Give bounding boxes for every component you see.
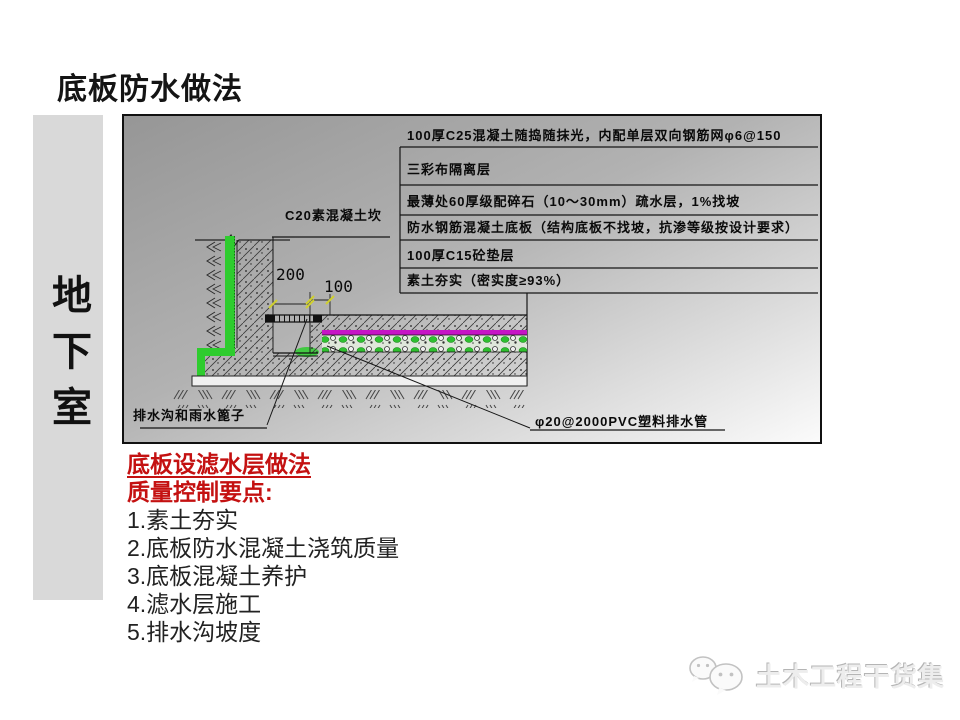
- layer-label-separator: 三彩布隔离层: [407, 162, 491, 177]
- sidebar-label: 地下室: [46, 273, 90, 442]
- chat-bubbles-logo-icon: [689, 656, 743, 695]
- drain-label: 排水沟和雨水篦子: [133, 408, 245, 423]
- quality-point-3: 3.底板混凝土养护: [127, 563, 308, 589]
- curb-callout: C20素混凝土坎: [272, 208, 390, 286]
- quality-point-1: 1.素土夯实: [127, 507, 239, 533]
- construction-detail-diagram: 100厚C25混凝土随捣随抹光，内配单层双向钢筋网φ6@150 三彩布隔离层 最…: [122, 114, 822, 444]
- watermark: 土木工程干货集: [686, 653, 945, 697]
- layer-label-gravel: 最薄处60厚级配碎石（10～30mm）疏水层，1%找坡: [407, 194, 740, 209]
- quality-point-2: 2.底板防水混凝土浇筑质量: [127, 535, 400, 561]
- watermark-text: 土木工程干货集: [756, 661, 946, 692]
- layer-label-soil: 素土夯实（密实度≥93%）: [407, 273, 570, 288]
- layer-callout-ladder: [399, 146, 818, 386]
- notes-block: 底板设滤水层做法 质量控制要点: 1.素土夯实 2.底板防水混凝土浇筑质量 3.…: [127, 450, 399, 646]
- dimension-100: 100: [324, 277, 353, 296]
- curb-label: C20素混凝土坎: [285, 208, 382, 223]
- layer-label-slab: 防水钢筋混凝土底板（结构底板不找坡，抗渗等级按设计要求）: [407, 220, 799, 235]
- dimensions: 200 100: [268, 265, 353, 322]
- notes-subheading: 质量控制要点:: [127, 479, 273, 505]
- dimension-200: 200: [276, 265, 305, 284]
- layer-label-cushion: 100厚C15砼垫层: [407, 248, 515, 263]
- waterproof-membrane-magenta: [322, 330, 527, 335]
- drain-callout: 排水沟和雨水篦子: [133, 318, 308, 429]
- cushion-layer: [191, 375, 528, 387]
- pipe-callout: φ20@2000PVC塑料排水管: [326, 345, 725, 431]
- notes-heading: 底板设滤水层做法: [127, 451, 311, 477]
- gravel-filter-layer: [322, 335, 527, 352]
- layer-label-topping: 100厚C25混凝土随捣随抹光，内配单层双向钢筋网φ6@150: [407, 128, 781, 143]
- quality-point-4: 4.滤水层施工: [127, 591, 262, 617]
- soil-hatch: [170, 390, 527, 408]
- section-sidebar: 地下室: [33, 115, 103, 600]
- quality-point-5: 5.排水沟坡度: [127, 619, 262, 645]
- page-title: 底板防水做法: [57, 73, 243, 106]
- drain-channel: [265, 315, 322, 357]
- detail-drawing-svg: 100厚C25混凝土随捣随抹光，内配单层双向钢筋网φ6@150 三彩布隔离层 最…: [122, 114, 822, 444]
- pipe-label: φ20@2000PVC塑料排水管: [535, 414, 708, 429]
- backfill-hatch: [205, 240, 225, 348]
- floor-slab-layers: [265, 314, 527, 376]
